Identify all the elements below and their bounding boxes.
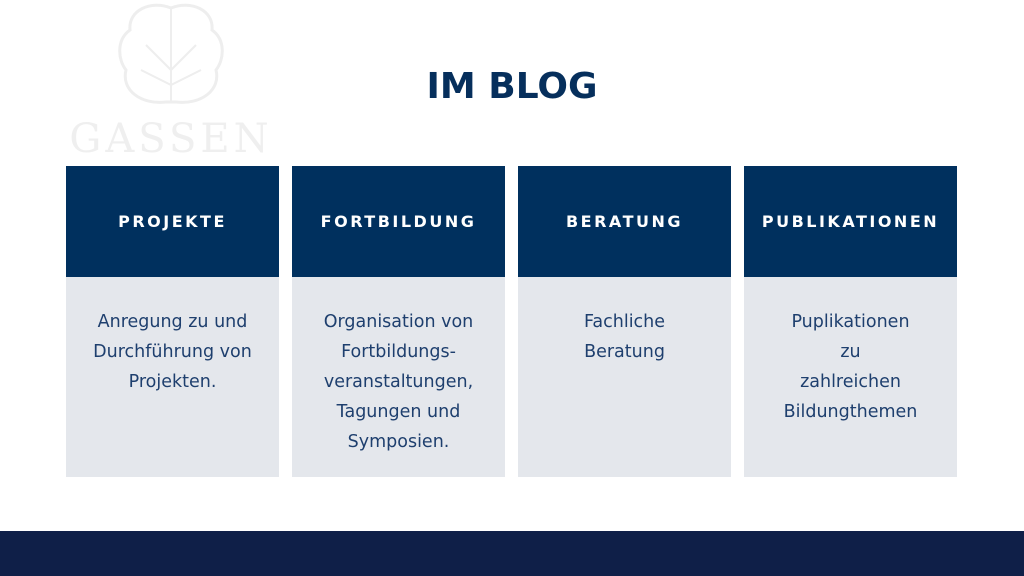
card-header: PROJEKTE (66, 166, 279, 277)
card-text-line: Beratung (584, 342, 665, 362)
page-title: IM BLOG (426, 66, 598, 107)
card-text-line: Tagungen und (336, 402, 461, 422)
card-text-line: zu (840, 342, 861, 362)
card-title: PROJEKTE (118, 212, 227, 231)
card-text-line: veranstaltungen, (323, 372, 474, 392)
card-header: BERATUNG (518, 166, 731, 277)
footer-band (0, 531, 1024, 576)
card-text-line: Anregung zu und (97, 312, 248, 332)
card-text-line: zahlreichen (800, 372, 901, 392)
card-text-line: Fortbildungs- (341, 342, 456, 362)
brain-tree-icon (118, 3, 224, 104)
card-title: PUBLIKATIONEN (761, 212, 940, 231)
card-header: PUBLIKATIONEN (744, 166, 957, 277)
card-text-line: Puplikationen (791, 312, 910, 332)
card-text-line: Symposien. (347, 432, 450, 452)
card-text-line: Durchführung von (93, 342, 252, 362)
card-text-line: Fachliche (583, 312, 666, 332)
card-header: FORTBILDUNG (292, 166, 505, 277)
card-text-line: Projekten. (128, 372, 217, 392)
card-title: BERATUNG (565, 212, 683, 231)
card-text-line: Organisation von (323, 312, 474, 332)
card-text-line: Bildungthemen (783, 402, 918, 422)
card-title: FORTBILDUNG (320, 212, 477, 231)
gassen-logo: GASSEN (66, 0, 276, 165)
logo-text: GASSEN (69, 116, 273, 162)
